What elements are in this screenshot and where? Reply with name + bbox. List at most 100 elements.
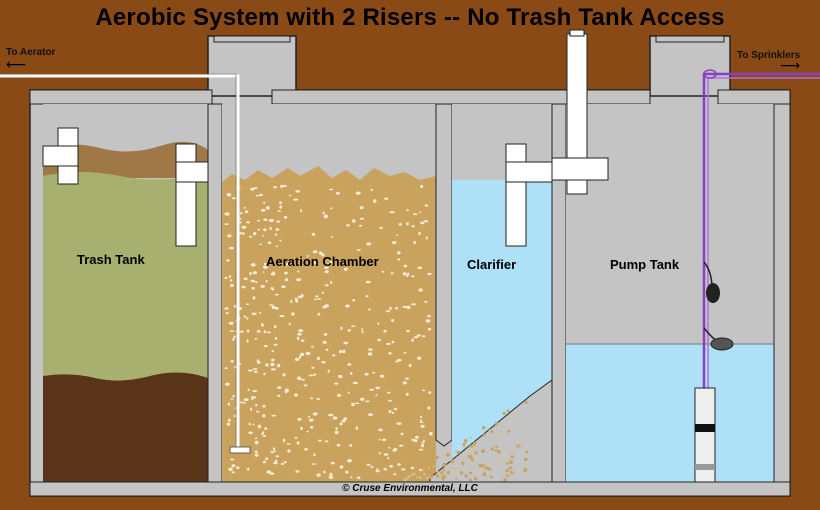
- sludge-particle: [484, 466, 489, 470]
- air-bubble: [419, 419, 422, 422]
- sludge-particle: [526, 437, 529, 440]
- air-bubble: [258, 193, 264, 197]
- air-bubble: [262, 235, 265, 237]
- sludge-particle: [494, 421, 499, 426]
- air-bubble: [266, 470, 271, 474]
- air-bubble: [286, 262, 291, 266]
- air-bubble: [271, 288, 275, 291]
- air-bubble: [336, 443, 341, 447]
- air-bubble: [394, 307, 399, 310]
- air-bubble: [334, 382, 339, 385]
- sludge-particle: [517, 419, 520, 422]
- air-bubble: [254, 453, 259, 457]
- air-bubble: [262, 265, 268, 270]
- air-bubble: [239, 401, 244, 404]
- air-bubble: [311, 232, 316, 236]
- air-bubble: [321, 361, 326, 364]
- trash-tank-sludge: [43, 372, 208, 482]
- air-bubble: [420, 443, 425, 448]
- air-bubble: [243, 277, 248, 281]
- sludge-particle: [468, 469, 471, 472]
- air-bubble: [308, 374, 314, 377]
- air-bubble: [262, 414, 266, 418]
- air-bubble: [310, 397, 314, 400]
- air-bubble: [388, 446, 391, 449]
- air-bubble: [343, 267, 348, 271]
- air-bubble: [256, 361, 261, 364]
- air-bubble: [341, 419, 346, 423]
- air-bubble: [242, 232, 245, 235]
- sludge-particle: [464, 465, 467, 469]
- air-bubble: [226, 259, 230, 262]
- air-bubble: [384, 197, 389, 200]
- air-bubble: [295, 190, 301, 193]
- sludge-particle: [524, 400, 528, 404]
- air-bubble: [389, 306, 392, 310]
- air-bubble: [267, 331, 271, 334]
- air-bubble: [386, 391, 391, 394]
- sludge-particle: [442, 453, 445, 456]
- air-bubble: [288, 322, 291, 326]
- sludge-particle: [505, 468, 510, 473]
- air-bubble: [416, 334, 421, 337]
- air-bubble: [309, 426, 314, 429]
- pump-tank-label: Pump Tank: [610, 257, 680, 272]
- air-bubble: [376, 468, 379, 472]
- air-bubble: [332, 354, 336, 357]
- air-bubble: [295, 257, 299, 260]
- air-bubble: [327, 369, 330, 373]
- air-diffuser: [229, 446, 251, 454]
- air-bubble: [254, 440, 259, 445]
- sludge-particle: [486, 452, 489, 455]
- air-bubble: [284, 278, 289, 282]
- air-bubble: [298, 329, 304, 332]
- air-bubble: [425, 319, 431, 323]
- air-bubble: [405, 392, 409, 396]
- air-bubble: [230, 330, 234, 332]
- air-bubble: [231, 464, 236, 468]
- air-bubble: [350, 325, 356, 327]
- air-bubble: [377, 338, 382, 342]
- air-bubble: [270, 368, 276, 371]
- air-bubble: [277, 386, 282, 389]
- sludge-particle: [484, 457, 487, 460]
- air-bubble: [243, 206, 246, 209]
- float-switch-lower: [710, 337, 734, 351]
- air-bubble: [263, 372, 266, 376]
- air-bubble: [370, 188, 373, 191]
- air-bubble: [299, 355, 302, 359]
- air-bubble: [270, 362, 275, 367]
- air-bubble: [335, 427, 338, 430]
- air-bubble: [305, 351, 311, 356]
- sludge-particle: [504, 433, 508, 437]
- air-bubble: [367, 352, 373, 356]
- to-aerator-label: To Aerator: [6, 47, 56, 58]
- air-bubble: [265, 363, 269, 367]
- air-bubble: [417, 356, 422, 360]
- air-bubble: [312, 412, 318, 416]
- air-bubble: [254, 450, 258, 454]
- air-bubble: [378, 451, 381, 455]
- air-bubble: [389, 211, 395, 214]
- air-bubble: [347, 459, 352, 463]
- air-bubble: [316, 298, 322, 300]
- air-bubble: [282, 373, 286, 377]
- aeration-chamber-liquid: [222, 166, 436, 482]
- sludge-particle: [444, 473, 447, 476]
- air-bubble: [271, 350, 274, 353]
- air-bubble: [243, 402, 246, 404]
- air-bubble: [300, 426, 303, 431]
- sludge-particle: [423, 473, 426, 476]
- sludge-particle: [506, 472, 509, 475]
- air-bubble: [273, 343, 278, 346]
- air-bubble: [324, 266, 329, 270]
- air-bubble: [233, 335, 238, 339]
- air-bubble: [263, 218, 268, 221]
- air-bubble: [397, 463, 401, 466]
- air-bubble: [388, 410, 392, 413]
- air-bubble: [339, 350, 343, 354]
- air-bubble: [265, 280, 268, 283]
- air-bubble: [322, 340, 327, 344]
- air-bubble: [398, 223, 402, 226]
- air-bubble: [339, 422, 343, 426]
